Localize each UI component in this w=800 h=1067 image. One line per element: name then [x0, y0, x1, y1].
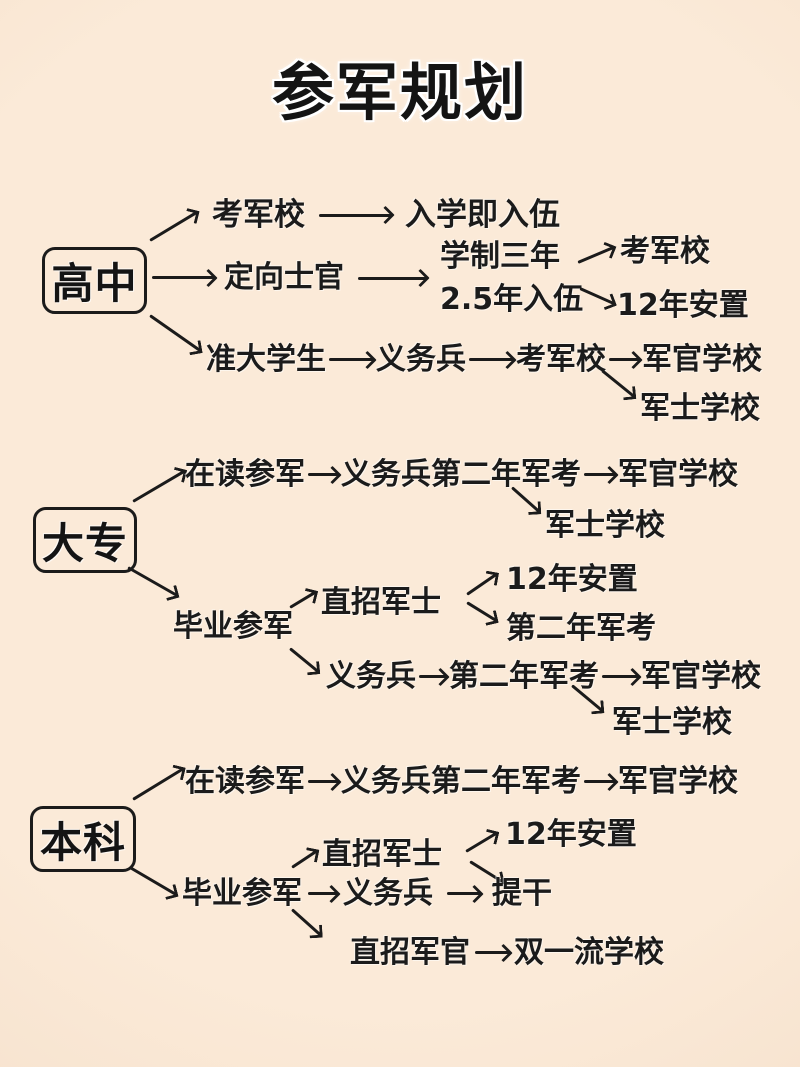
outcome-nco-school: 军士学校 — [640, 391, 760, 426]
node-bachelor: 本科 — [30, 806, 136, 872]
flow-enlist-while-studying: 在读参军 义务兵第二年军考 军官学校 — [185, 763, 738, 801]
right-arrow-icon — [308, 780, 338, 784]
outcome-nco-school: 军士学校 — [545, 508, 665, 543]
step-conscript: 义务兵 — [343, 876, 433, 911]
node-junior-college: 大专 — [33, 507, 137, 573]
flow-enlist-while-studying: 在读参军 义务兵第二年军考 军官学校 — [185, 456, 738, 494]
right-arrow-icon — [469, 358, 513, 362]
right-arrow-icon — [475, 951, 509, 955]
outcome-promotion-to-officer: 提干 — [492, 876, 552, 911]
step-prospective-student: 准大学生 — [206, 342, 326, 377]
step-direct-recruit-nco: 直招军士 — [321, 585, 441, 620]
outcome-12yr-placement: 12年安置 — [617, 288, 749, 323]
outcome-enroll-enlist: 入学即入伍 — [405, 197, 560, 233]
outcome-officer-school: 军官学校 — [641, 659, 761, 694]
step-enlist-while-studying: 在读参军 — [185, 457, 305, 492]
right-arrow-icon — [308, 892, 337, 896]
outcome-nco-school: 军士学校 — [612, 705, 732, 740]
flow-prospective-student: 准大学生 义务兵 考军校 军官学校 — [206, 341, 762, 379]
flow-military-academy: 考军校 入学即入伍 — [212, 196, 560, 235]
right-arrow-icon — [584, 780, 615, 784]
step-military-academy-exam: 考军校 — [516, 342, 606, 377]
arrow-college-to-enlist-in-school — [132, 470, 185, 503]
arrow-to-12yr-placement-fork — [579, 287, 615, 305]
right-arrow-icon — [329, 358, 373, 362]
detail-three-year-program: 学制三年 — [440, 239, 560, 274]
right-arrow-icon — [584, 473, 615, 477]
outcome-2nd-year-exam: 第二年军考 — [506, 611, 656, 646]
step-targeted-nco: 定向士官 — [224, 260, 344, 296]
arrow-to-12yr-placement-fork — [466, 573, 497, 596]
outcome-double-first-class-school: 双一流学校 — [514, 935, 664, 970]
right-arrow-icon — [602, 675, 638, 679]
step-military-academy: 考军校 — [212, 197, 305, 233]
right-arrow-icon — [419, 675, 446, 679]
right-arrow-icon — [609, 358, 639, 362]
arrow-highschool-to-military-academy — [149, 211, 198, 242]
right-arrow-icon — [447, 892, 480, 896]
step-enlist-after-graduation: 毕业参军 — [173, 609, 293, 644]
outcome-12yr-placement: 12年安置 — [505, 817, 637, 852]
outcome-officer-school: 军官学校 — [642, 342, 762, 377]
flow-targeted-nco: 定向士官 学制三年 2.5年入伍 — [224, 238, 583, 318]
arrow-to-direct-officer — [291, 908, 322, 936]
right-arrow-icon — [319, 213, 391, 217]
detail-enlist-2-5-years: 2.5年入伍 — [440, 281, 584, 317]
targeted-nco-details: 学制三年 2.5年入伍 — [440, 238, 583, 318]
arrow-bachelor-to-enlist-after-grad — [129, 866, 177, 896]
page-title: 参军规划 — [271, 56, 528, 129]
flow-direct-recruit-officer: 直招军官 双一流学校 — [350, 934, 664, 972]
step-conscript-2nd-year-exam: 义务兵第二年军考 — [341, 457, 581, 492]
outcome-officer-school: 军官学校 — [618, 457, 738, 492]
step-conscript: 义务兵 — [326, 659, 416, 694]
step-conscript: 义务兵 — [376, 342, 466, 377]
right-arrow-icon — [358, 276, 426, 280]
node-high-school: 高中 — [42, 247, 147, 314]
flow-conscript-path: 义务兵 第二年军考 军官学校 — [326, 658, 761, 696]
step-conscript-2nd-year-exam: 义务兵第二年军考 — [341, 764, 581, 799]
step-direct-recruit-officer: 直招军官 — [350, 935, 470, 970]
arrow-highschool-to-targeted-nco — [152, 276, 214, 279]
arrow-to-direct-nco — [289, 591, 316, 609]
flow-enlist-after-graduation: 毕业参军 义务兵 提干 — [182, 875, 552, 913]
arrow-to-2nd-year-exam-fork — [466, 601, 497, 622]
outcome-officer-school: 军官学校 — [618, 764, 738, 799]
step-enlist-after-graduation: 毕业参军 — [182, 876, 302, 911]
outcome-military-academy: 考军校 — [620, 234, 710, 269]
arrow-to-12yr-placement-fork — [465, 832, 497, 853]
step-direct-recruit-nco: 直招军士 — [322, 837, 442, 872]
outcome-12yr-placement: 12年安置 — [506, 562, 638, 597]
arrow-to-direct-nco — [291, 850, 317, 869]
right-arrow-icon — [308, 473, 338, 477]
arrow-college-to-enlist-after-grad — [127, 566, 178, 597]
arrow-highschool-to-prospective-student — [149, 314, 201, 352]
step-enlist-while-studying: 在读参军 — [185, 764, 305, 799]
arrow-bachelor-to-enlist-in-school — [132, 767, 184, 801]
arrow-to-conscript-path — [289, 647, 319, 673]
